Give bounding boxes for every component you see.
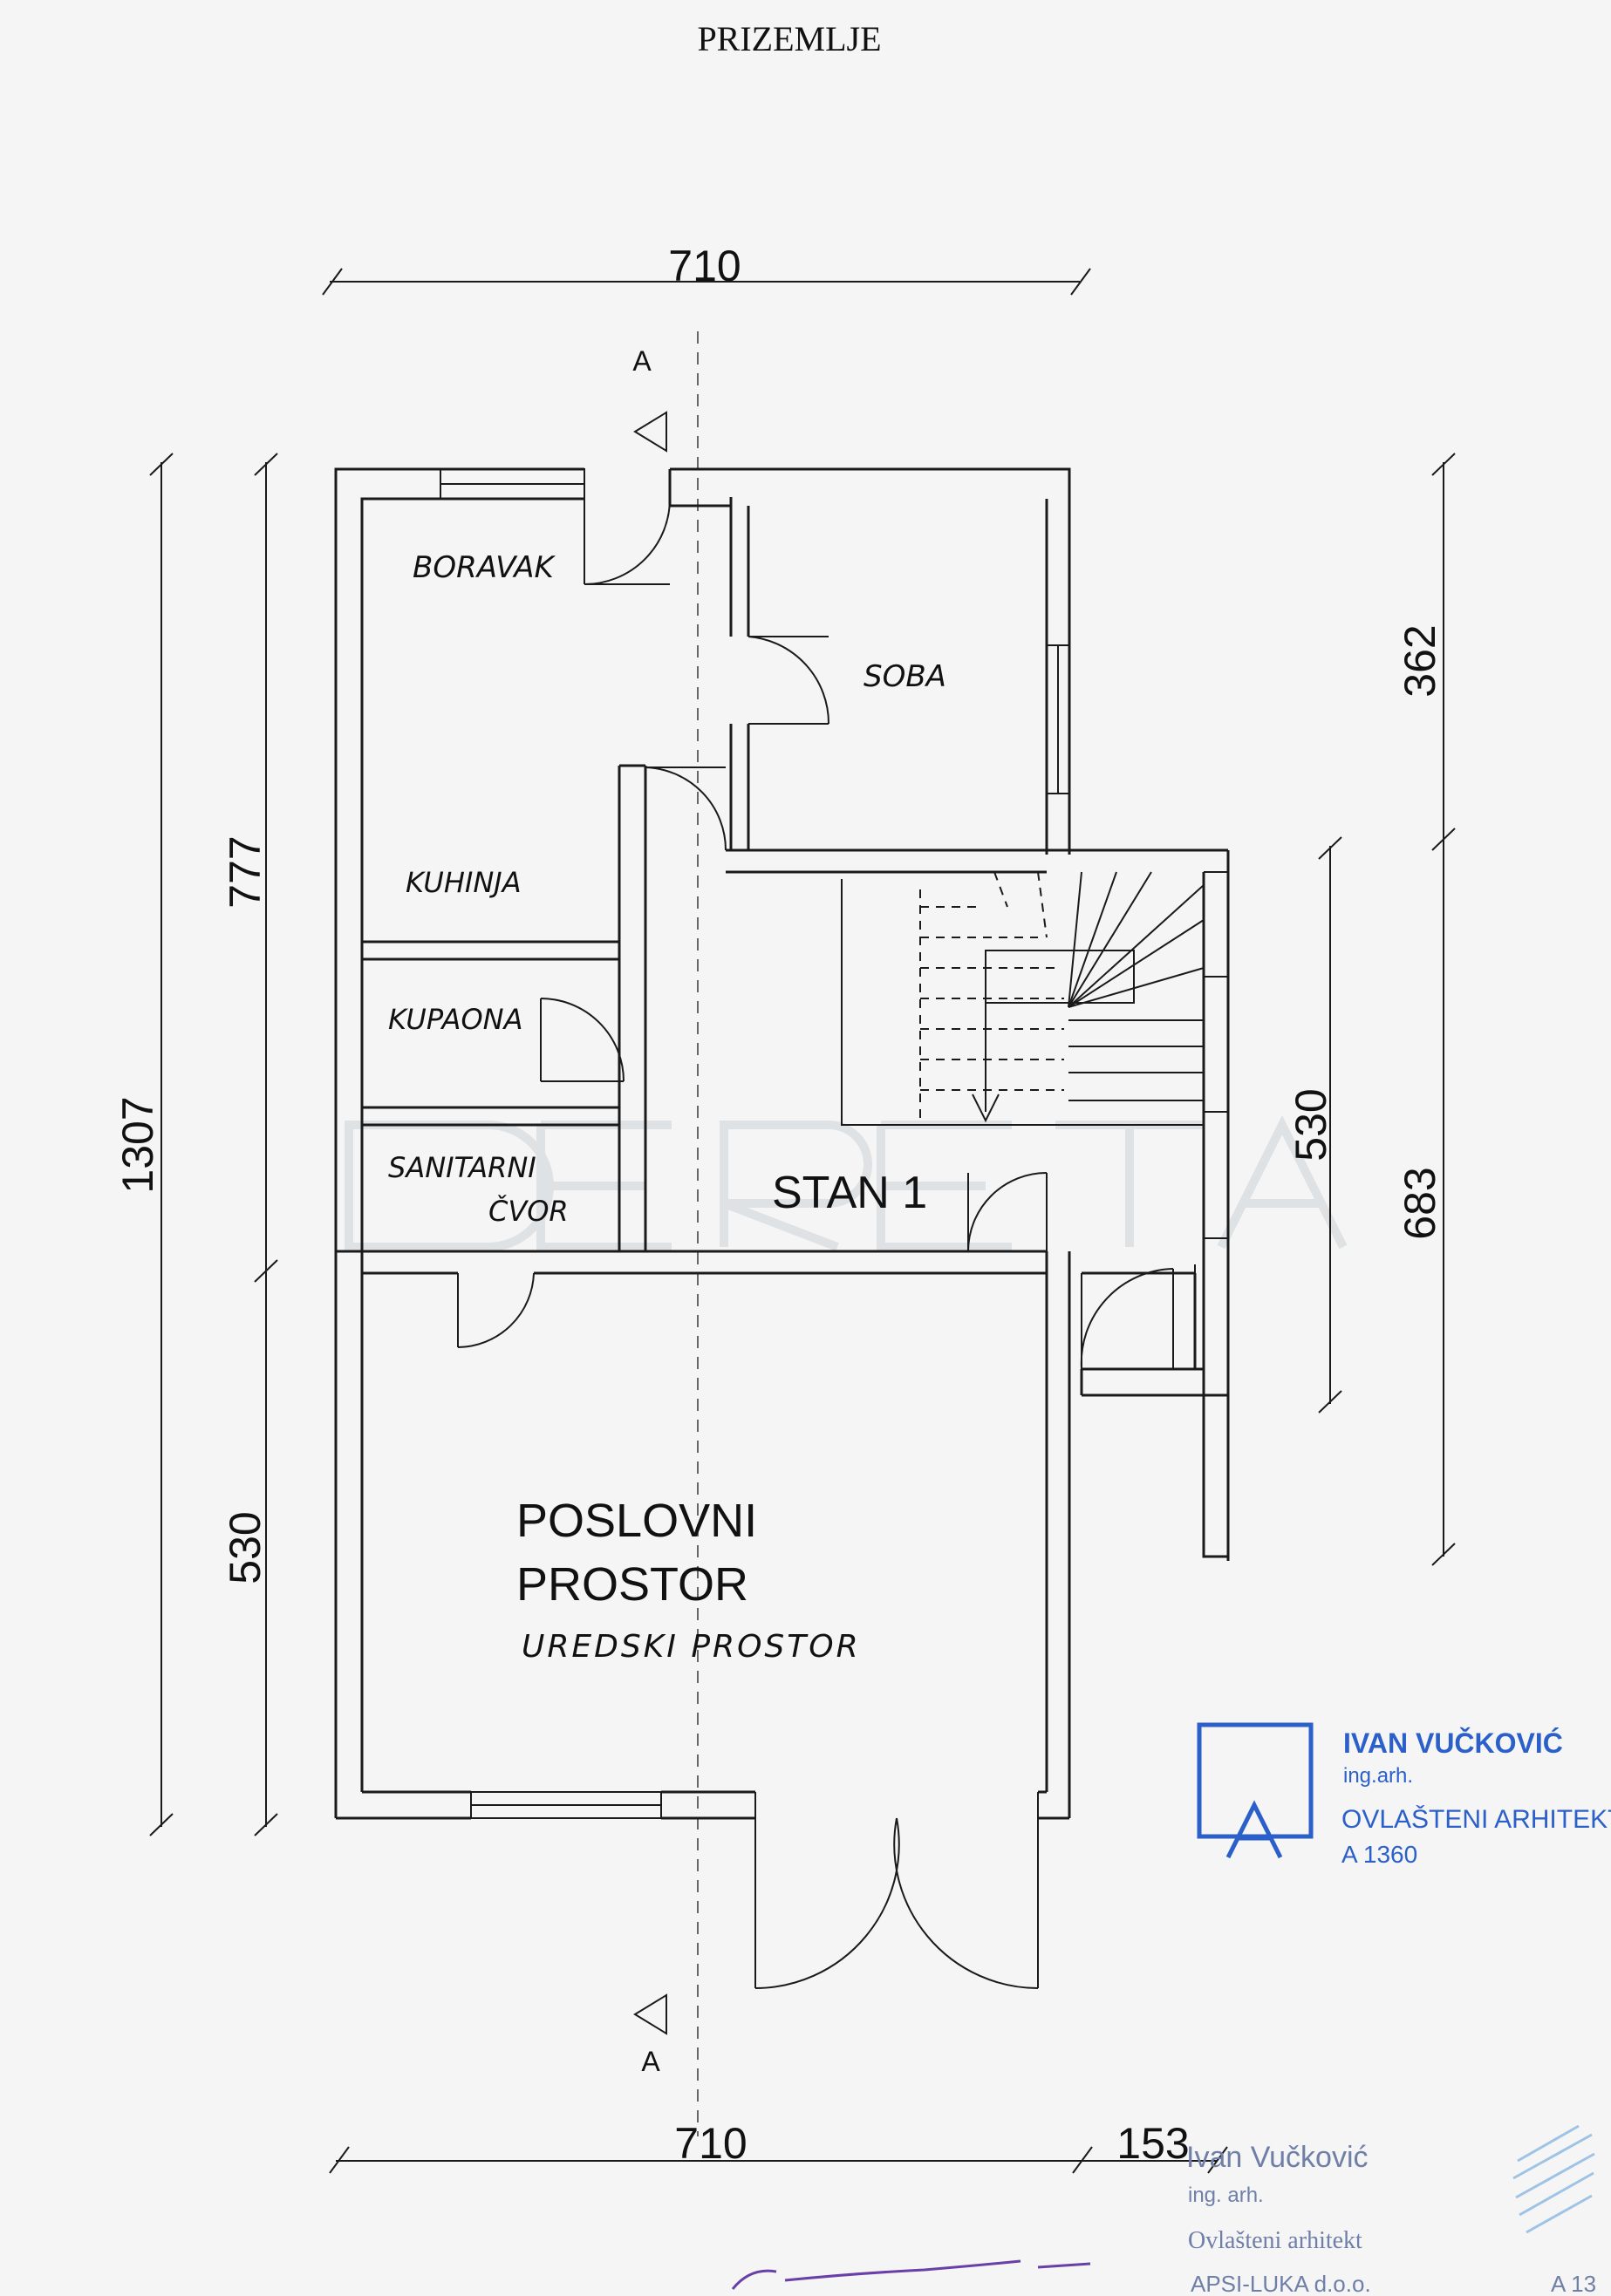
dimension-right-upper-label: 362 — [1396, 624, 1444, 697]
stamp-a-mark — [1225, 1800, 1283, 1859]
section-marker-bottom: A — [641, 2046, 660, 2077]
room-label-sanitarni-line1: SANITARNI — [388, 1151, 536, 1184]
dimension-top: 710 — [322, 242, 1091, 296]
room-label-poslovni-line1: POSLOVNI — [516, 1495, 757, 1547]
room-label-kupaona: KUPAONA — [388, 1003, 522, 1036]
walls-soba — [726, 506, 1230, 1561]
side-entrance — [1080, 1264, 1228, 1558]
dimension-right-stair-label: 530 — [1287, 1088, 1335, 1161]
signature-scribble — [731, 2259, 1091, 2290]
seal-degree: ing. arh. — [1188, 2184, 1264, 2207]
stamp-frame — [1197, 1722, 1314, 1839]
dimension-left-lower-label: 530 — [221, 1511, 270, 1584]
dimension-top-label: 710 — [668, 242, 741, 290]
stamp-name: IVAN VUČKOVIĆ — [1343, 1727, 1563, 1759]
section-marker-top: A — [632, 345, 652, 377]
dimension-left-upper-label: 777 — [221, 835, 270, 908]
stamp-number: A 1360 — [1341, 1841, 1417, 1868]
exterior-walls — [334, 467, 1071, 1820]
dimension-right-split: 362 683 — [1396, 453, 1456, 1566]
stamp-role: OVLAŠTENI ARHITEKT — [1341, 1804, 1611, 1834]
walls-kuhinja — [362, 764, 647, 1081]
dimension-left-total-label: 1307 — [113, 1096, 162, 1193]
window-boravak — [440, 468, 585, 500]
staircase — [841, 871, 1229, 1239]
dimension-right-stair: 530 — [1287, 836, 1342, 1414]
stamp-degree: ing.arh. — [1343, 1764, 1413, 1788]
window-soba — [1046, 644, 1070, 794]
door-stan — [967, 1172, 1048, 1252]
dimension-bottom-extra-label: 153 — [1116, 2119, 1189, 2168]
dimension-right-lower-label: 683 — [1396, 1167, 1444, 1239]
room-label-stan: STAN 1 — [772, 1168, 927, 1218]
dimension-bottom-label: 710 — [674, 2119, 747, 2168]
door-main-double — [754, 1792, 1039, 1989]
seal-graphic — [1512, 2124, 1595, 2234]
seal-name: Ivan Vučković — [1186, 2141, 1369, 2174]
room-label-uredski: UREDSKI PROSTOR — [522, 1629, 861, 1665]
section-arrow-bottom — [633, 1993, 667, 2035]
room-label-boravak: BORAVAK — [413, 550, 556, 585]
room-label-soba: SOBA — [864, 659, 946, 694]
drawing-title: PRIZEMLJE — [697, 19, 881, 58]
dimension-left-total: 1307 — [113, 453, 174, 1836]
door-soba — [747, 636, 830, 725]
architect-stamp: IVAN VUČKOVIĆ ing.arh. OVLAŠTENI ARHITEK… — [1197, 1722, 1611, 1868]
section-arrow-top — [633, 411, 667, 453]
signature-seal: Ivan Vučković ing. arh. Ovlašteni arhite… — [1186, 2124, 1596, 2296]
door-entry-top — [584, 498, 671, 585]
room-label-kuhinja: KUHINJA — [406, 866, 522, 899]
door-poslovni-inner — [457, 1272, 535, 1348]
door-kuhinja — [645, 766, 727, 851]
room-label-poslovni-line2: PROSTOR — [516, 1558, 748, 1611]
seal-number: A 13 — [1551, 2271, 1596, 2296]
room-label-sanitarni-line2: ČVOR — [488, 1194, 569, 1228]
window-poslovni — [470, 1791, 662, 1819]
walls-middle — [336, 1250, 1071, 1275]
door-kupaona — [540, 998, 625, 1082]
dimension-bottom: 710 153 — [329, 2119, 1228, 2174]
dimension-left-split: 777 530 — [221, 453, 278, 1836]
seal-company: APSI-LUKA d.o.o. — [1191, 2271, 1371, 2296]
seal-role: Ovlašteni arhitekt — [1188, 2227, 1362, 2254]
